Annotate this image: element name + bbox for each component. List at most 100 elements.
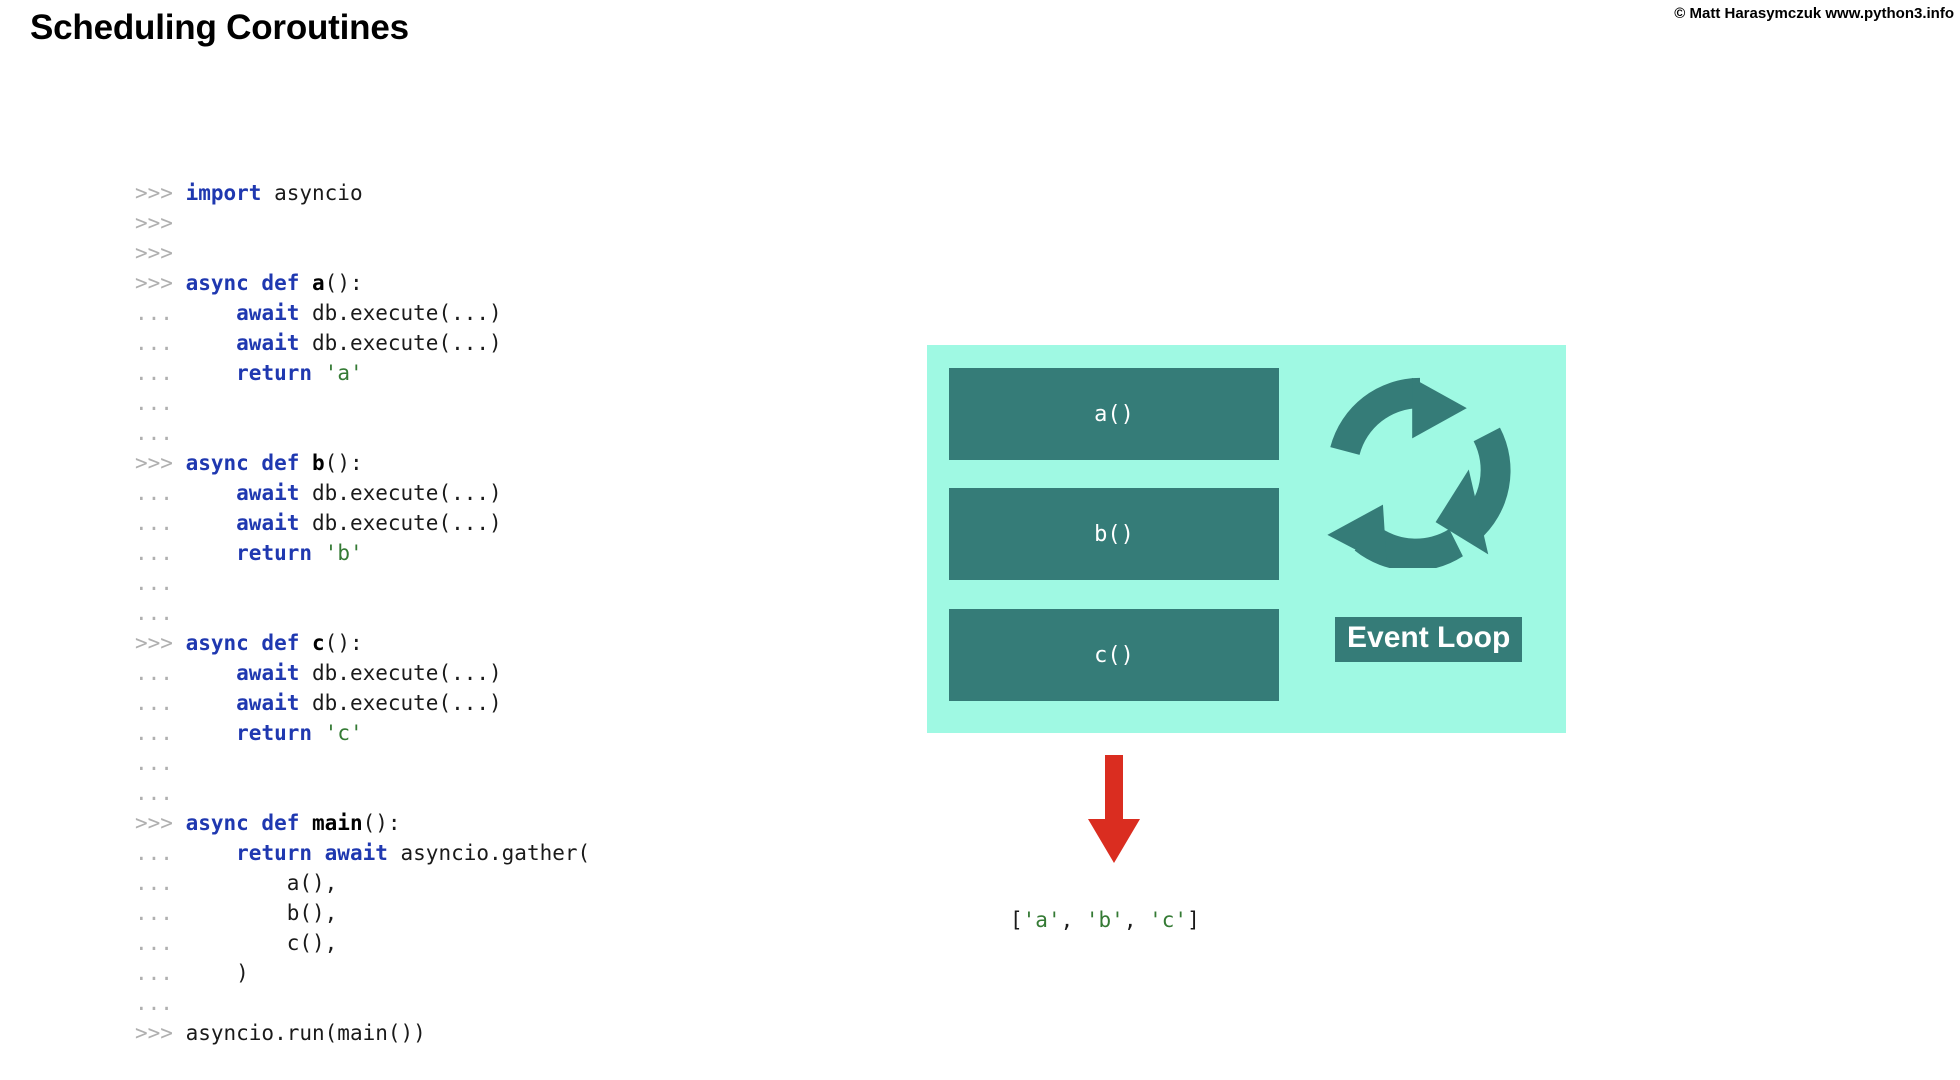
event-loop-label: Event Loop — [1335, 617, 1523, 662]
code-token-prompt: ... — [135, 571, 186, 595]
code-token-prompt: ... — [135, 511, 186, 535]
code-token-plain — [186, 721, 237, 745]
code-token-prompt: ... — [135, 781, 186, 805]
code-token-plain: asyncio.gather( — [387, 841, 591, 865]
output-token-str: 'a' — [1022, 908, 1061, 932]
code-token-plain — [312, 721, 325, 745]
code-line: ... await db.execute(...) — [135, 508, 590, 538]
code-token-prompt: >>> — [135, 811, 186, 835]
code-token-fn: a — [312, 271, 325, 295]
code-token-plain: db.execute(...) — [299, 331, 502, 355]
code-line: >>> async def main(): — [135, 808, 590, 838]
code-token-plain: db.execute(...) — [299, 691, 502, 715]
code-token-plain — [312, 541, 325, 565]
code-token-plain — [186, 301, 237, 325]
code-token-prompt: ... — [135, 601, 186, 625]
code-line: >>> async def b(): — [135, 448, 590, 478]
code-token-plain: db.execute(...) — [299, 661, 502, 685]
coroutine-box-c-label: c() — [1094, 642, 1134, 668]
code-token-prompt: ... — [135, 721, 186, 745]
code-line: ... — [135, 988, 590, 1018]
code-token-plain — [186, 691, 237, 715]
code-token-kw: await — [236, 661, 300, 685]
code-token-fn: main — [312, 811, 363, 835]
code-token-kw: return — [236, 361, 313, 385]
code-line: ... ) — [135, 958, 590, 988]
code-token-plain: asyncio.run(main()) — [185, 1021, 426, 1045]
coroutine-box-c: c() — [949, 609, 1279, 701]
code-token-str: 'a' — [324, 361, 363, 385]
code-token-prompt: ... — [135, 331, 186, 355]
code-token-plain: c(), — [185, 931, 338, 955]
code-token-prompt: ... — [135, 991, 186, 1015]
code-line: ... — [135, 778, 590, 808]
output-token-str: 'b' — [1085, 908, 1124, 932]
code-token-prompt: ... — [135, 841, 186, 865]
code-token-plain: (): — [362, 811, 401, 835]
code-token-plain: (): — [324, 631, 363, 655]
code-token-prompt: ... — [135, 931, 186, 955]
code-token-fn: b — [312, 451, 325, 475]
code-token-prompt: >>> — [135, 631, 186, 655]
code-token-prompt: ... — [135, 961, 186, 985]
code-token-kw: return — [236, 541, 313, 565]
code-line: ... await db.execute(...) — [135, 298, 590, 328]
code-line: >>> async def c(): — [135, 628, 590, 658]
coroutine-box-a-label: a() — [1094, 401, 1134, 427]
code-line: ... — [135, 418, 590, 448]
code-token-prompt: ... — [135, 481, 186, 505]
code-line: ... c(), — [135, 928, 590, 958]
code-token-plain — [186, 541, 237, 565]
code-token-prompt: ... — [135, 421, 186, 445]
code-token-plain: (): — [324, 451, 363, 475]
output-token-plain: , — [1123, 908, 1150, 932]
event-loop-diagram: a() b() c() Event Loop — [927, 345, 1566, 733]
code-token-kw: await — [236, 481, 300, 505]
code-token-plain — [186, 361, 237, 385]
code-token-prompt: ... — [135, 391, 186, 415]
code-token-prompt: >>> — [135, 241, 186, 265]
code-token-prompt: ... — [135, 751, 186, 775]
code-token-prompt: >>> — [135, 451, 186, 475]
coroutine-box-b-label: b() — [1094, 521, 1134, 547]
code-token-plain: a(), — [185, 871, 338, 895]
page-title: Scheduling Coroutines — [30, 8, 409, 47]
code-token-prompt: ... — [135, 871, 186, 895]
code-token-prompt: >>> — [135, 271, 186, 295]
code-line: ... return 'c' — [135, 718, 590, 748]
code-line: ... await db.execute(...) — [135, 478, 590, 508]
code-line: ... — [135, 388, 590, 418]
code-line: >>> import asyncio — [135, 178, 590, 208]
code-token-kw: async def — [185, 271, 313, 295]
code-token-plain: (): — [324, 271, 363, 295]
code-token-plain: asyncio — [261, 181, 363, 205]
code-token-prompt: >>> — [135, 211, 186, 235]
code-token-kw: await — [236, 511, 300, 535]
output-token-plain: ] — [1187, 908, 1200, 932]
code-token-prompt: ... — [135, 541, 186, 565]
code-line: ... — [135, 748, 590, 778]
code-token-plain: db.execute(...) — [299, 301, 502, 325]
code-token-plain — [186, 661, 237, 685]
code-token-str: 'b' — [324, 541, 363, 565]
code-token-prompt: >>> — [135, 1021, 186, 1045]
red-down-arrow-icon — [1088, 755, 1140, 863]
code-line: >>> — [135, 208, 590, 238]
code-token-kw: await — [236, 691, 300, 715]
code-token-plain: db.execute(...) — [299, 481, 502, 505]
code-token-plain: db.execute(...) — [299, 511, 502, 535]
python-code-listing: >>> import asyncio >>> >>> >>> async def … — [135, 178, 590, 1048]
coroutine-box-b: b() — [949, 488, 1279, 580]
code-token-kw: await — [236, 301, 300, 325]
code-line: >>> — [135, 238, 590, 268]
code-line: ... — [135, 568, 590, 598]
coroutine-box-a: a() — [949, 368, 1279, 460]
code-token-plain: b(), — [185, 901, 338, 925]
code-token-kw: return — [236, 721, 313, 745]
code-token-prompt: ... — [135, 691, 186, 715]
code-line: ... return 'a' — [135, 358, 590, 388]
code-token-kw: async def — [185, 811, 313, 835]
code-token-str: 'c' — [324, 721, 363, 745]
copyright-notice: © Matt Harasymczuk www.python3.info — [1674, 5, 1954, 22]
code-token-kw: async def — [185, 631, 313, 655]
